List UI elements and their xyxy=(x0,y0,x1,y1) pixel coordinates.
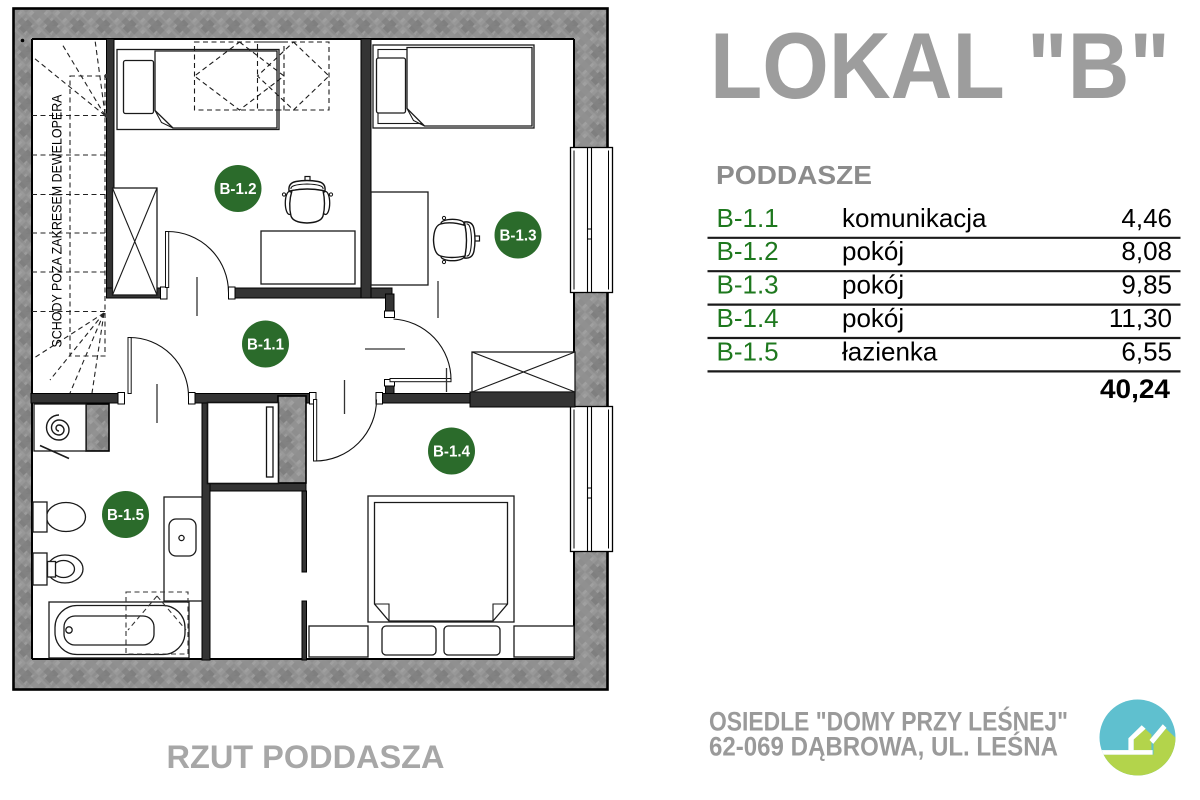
svg-text:LOKAL "B": LOKAL "B" xyxy=(710,13,1170,118)
svg-text:B-1.2: B-1.2 xyxy=(717,236,779,266)
svg-text:OSIEDLE "DOMY PRZY LEŚNEJ": OSIEDLE "DOMY PRZY LEŚNEJ" xyxy=(709,706,1068,737)
svg-text:B-1.5: B-1.5 xyxy=(717,336,779,366)
svg-text:łazienka: łazienka xyxy=(842,336,938,366)
svg-text:40,24: 40,24 xyxy=(1100,374,1170,404)
svg-text:PODDASZE: PODDASZE xyxy=(716,160,872,190)
svg-text:B-1.5: B-1.5 xyxy=(107,507,144,524)
svg-text:pokój: pokój xyxy=(842,303,904,333)
svg-text:B-1.2: B-1.2 xyxy=(220,181,257,198)
svg-text:komunikacja: komunikacja xyxy=(842,203,987,233)
svg-text:11,30: 11,30 xyxy=(1109,303,1172,333)
svg-text:B-1.1: B-1.1 xyxy=(717,203,779,233)
svg-text:B-1.4: B-1.4 xyxy=(717,303,779,333)
svg-text:B-1.3: B-1.3 xyxy=(717,270,779,300)
svg-text:6,55: 6,55 xyxy=(1121,336,1172,366)
svg-text:B-1.4: B-1.4 xyxy=(433,444,470,461)
svg-text:4,46: 4,46 xyxy=(1121,203,1172,233)
svg-text:8,08: 8,08 xyxy=(1121,236,1172,266)
svg-text:9,85: 9,85 xyxy=(1121,270,1172,300)
svg-text:pokój: pokój xyxy=(842,236,904,266)
svg-text:SCHODY POZA ZAKRESEM DEWELOPER: SCHODY POZA ZAKRESEM DEWELOPERA xyxy=(49,94,65,348)
svg-text:B-1.3: B-1.3 xyxy=(500,228,537,245)
svg-text:pokój: pokój xyxy=(842,270,904,300)
svg-text:62-069 DĄBROWA, UL. LEŚNA: 62-069 DĄBROWA, UL. LEŚNA xyxy=(709,731,1058,762)
svg-text:B-1.1: B-1.1 xyxy=(247,337,284,354)
svg-text:RZUT PODDASZA: RZUT PODDASZA xyxy=(167,739,445,775)
